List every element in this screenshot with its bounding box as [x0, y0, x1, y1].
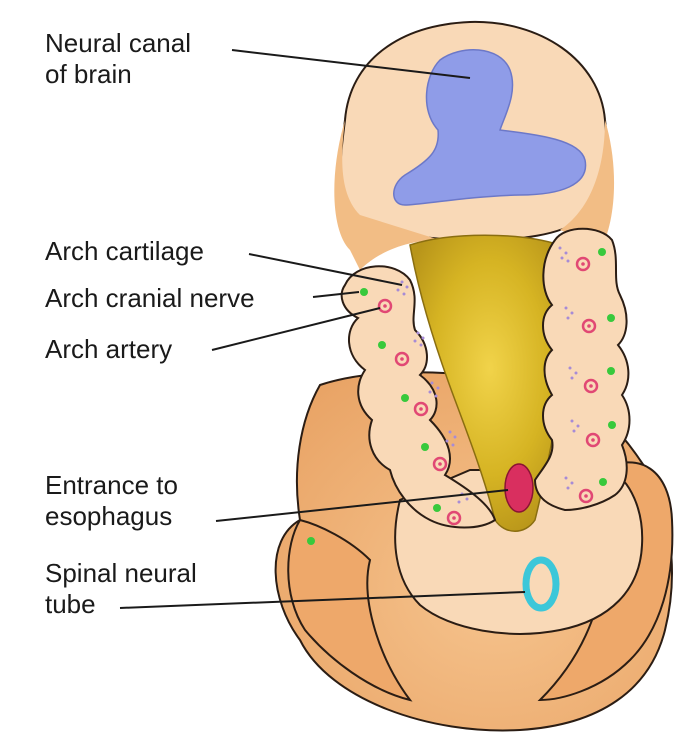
label-esophagus-line1: Entrance to — [45, 470, 178, 501]
label-arch-artery-text: Arch artery — [45, 334, 172, 365]
nerve-dot — [360, 288, 368, 296]
label-arch-cranial-nerve: Arch cranial nerve — [45, 283, 255, 314]
label-arch-cartilage: Arch cartilage — [45, 236, 204, 267]
nerve-dot — [401, 394, 409, 402]
nerve-dot — [433, 504, 441, 512]
label-spinal-tube-line2: tube — [45, 589, 197, 620]
nerve-dot — [607, 367, 615, 375]
nerve-dot — [307, 537, 315, 545]
label-spinal-tube-line1: Spinal neural — [45, 558, 197, 589]
label-arch-cranial-nerve-text: Arch cranial nerve — [45, 283, 255, 314]
label-esophagus: Entrance to esophagus — [45, 470, 178, 532]
label-neural-canal-line1: Neural canal — [45, 28, 191, 59]
label-neural-canal: Neural canal of brain — [45, 28, 191, 90]
nerve-dot — [608, 421, 616, 429]
label-esophagus-line2: esophagus — [45, 501, 178, 532]
nerve-dot — [598, 248, 606, 256]
label-arch-cartilage-text: Arch cartilage — [45, 236, 204, 267]
label-spinal-tube: Spinal neural tube — [45, 558, 197, 620]
label-arch-artery: Arch artery — [45, 334, 172, 365]
nerve-dot — [599, 478, 607, 486]
label-neural-canal-line2: of brain — [45, 59, 191, 90]
nerve-dot — [607, 314, 615, 322]
nerve-dot — [421, 443, 429, 451]
nerve-dot — [378, 341, 386, 349]
esophagus-entrance — [505, 464, 533, 512]
